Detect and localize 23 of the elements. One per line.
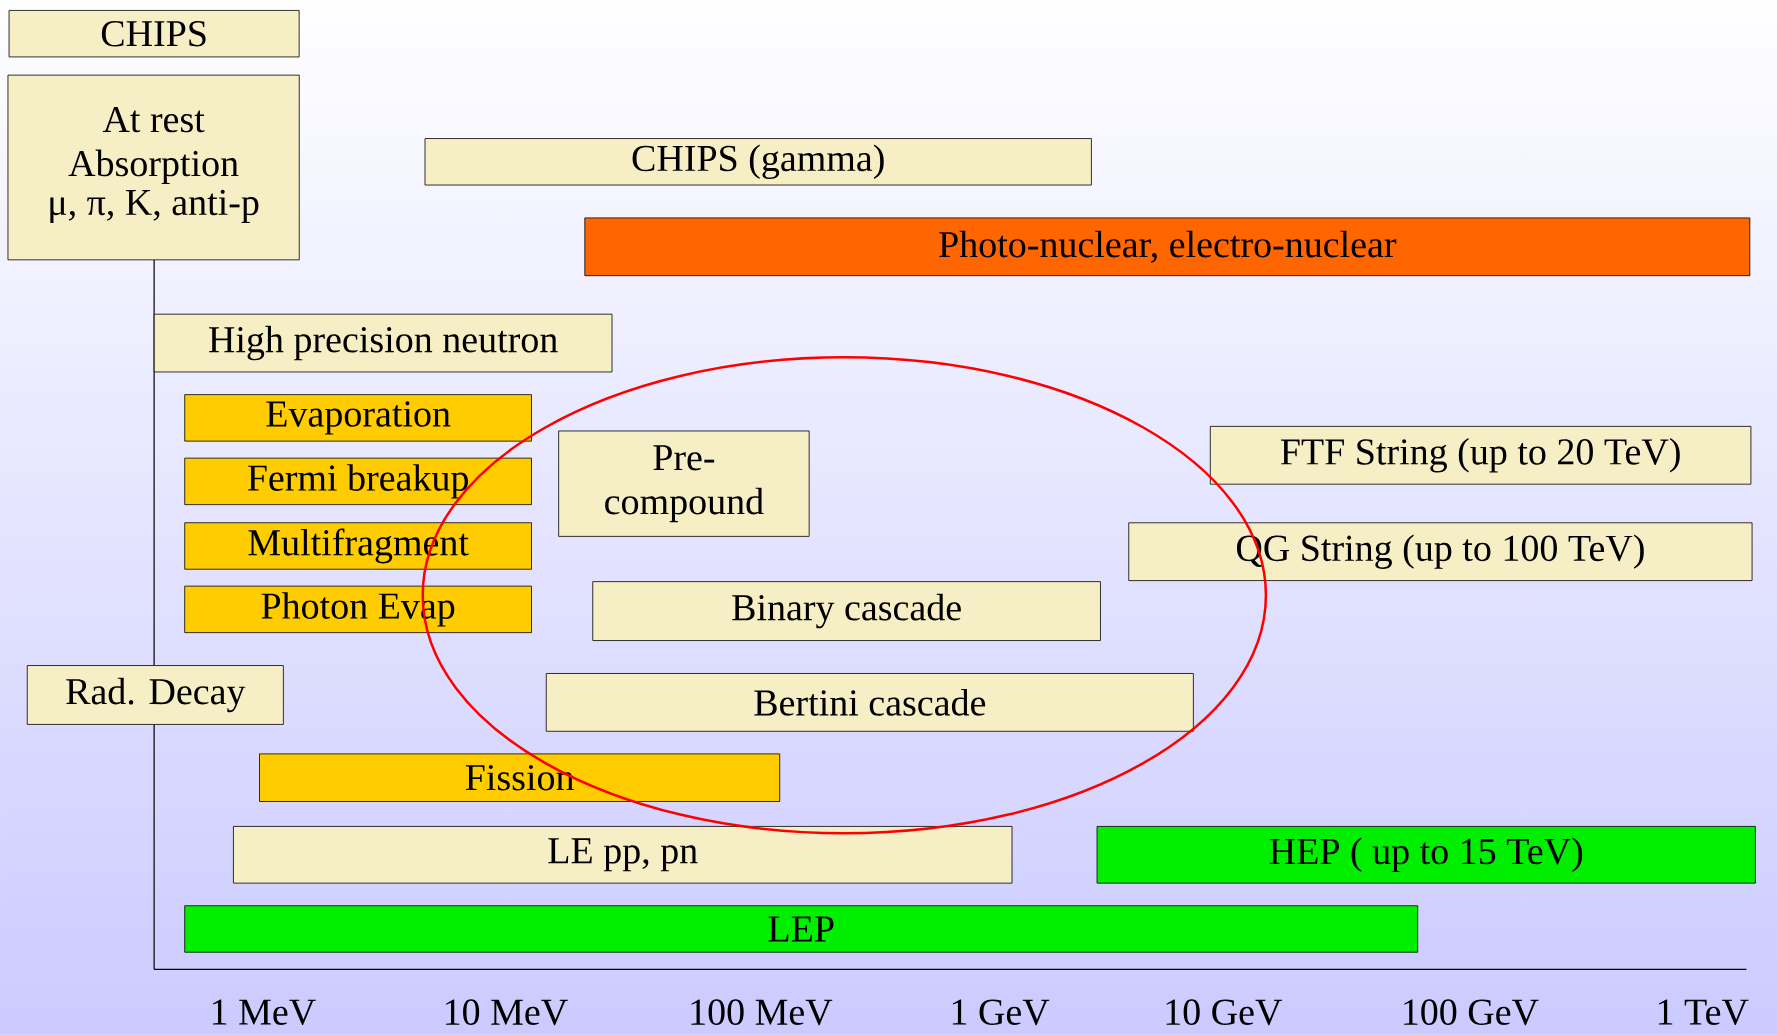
- energy-range-bar: Binary cascade: [592, 581, 1101, 641]
- energy-range-bar: Bertini cascade: [545, 673, 1194, 732]
- tick-label: 1 GeV: [952, 999, 1050, 1026]
- tick-label: 1 TeV: [1658, 999, 1749, 1026]
- energy-range-bar: HEP ( up to 15 TeV): [1096, 826, 1756, 884]
- energy-range-bar: CHIPS: [8, 10, 300, 58]
- energy-range-bar: Pre- compound: [558, 430, 810, 537]
- tick-label: 10 GeV: [1166, 999, 1282, 1026]
- energy-range-bar: High precision neutron: [153, 313, 613, 373]
- energy-range-bar: At rest Absorption μ, π, K, anti-p: [7, 74, 300, 261]
- energy-range-bar: Fermi breakup: [184, 457, 532, 506]
- energy-range-bar: FTF String (up to 20 TeV): [1209, 426, 1752, 485]
- energy-range-bar: Evaporation: [184, 394, 532, 442]
- tick-label: 100 MeV: [691, 999, 833, 1026]
- energy-range-bar: Photo-nuclear, electro-nuclear: [584, 217, 1751, 277]
- tick-label: 1 MeV: [212, 999, 316, 1026]
- energy-range-bar: Rad. Decay: [26, 665, 284, 725]
- energy-range-bar: Fission: [259, 753, 781, 802]
- tick-label: 100 GeV: [1404, 999, 1539, 1026]
- energy-range-bar: LEP: [184, 905, 1419, 953]
- energy-range-bar: LE pp, pn: [233, 826, 1013, 884]
- tick-label: 10 MeV: [445, 999, 568, 1026]
- energy-range-bar: CHIPS (gamma): [424, 138, 1092, 186]
